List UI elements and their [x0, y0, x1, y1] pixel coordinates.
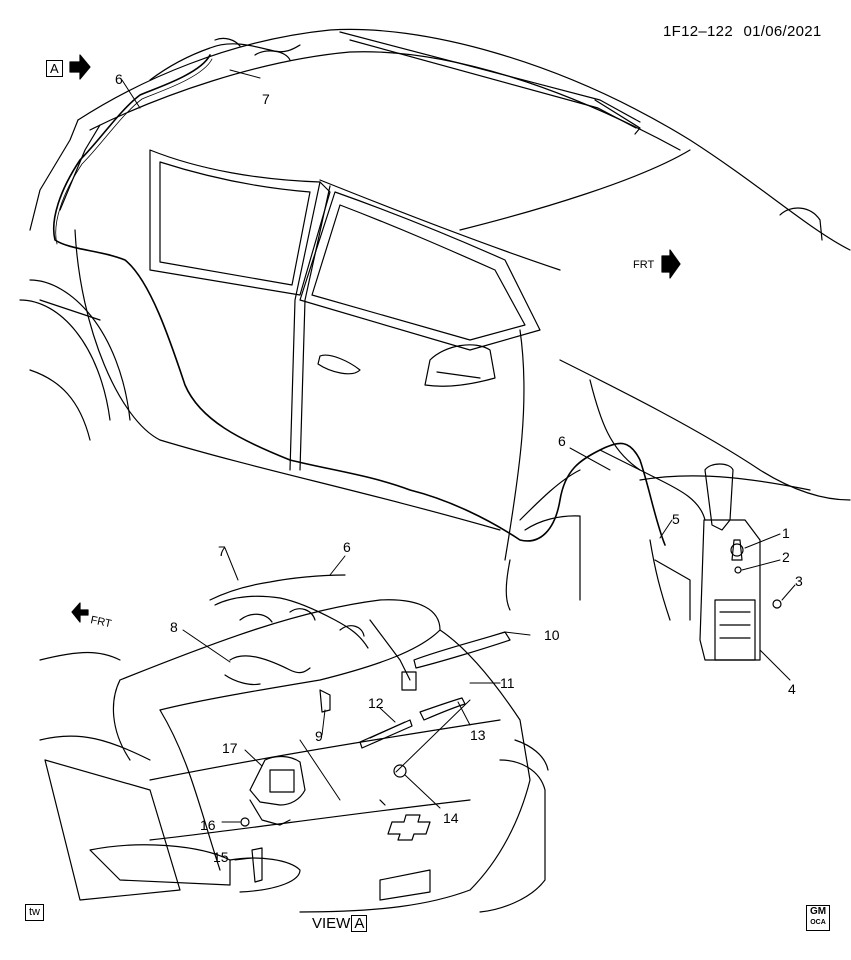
gm-logo: GM OCA	[806, 905, 830, 931]
front-label: FRT	[633, 259, 654, 271]
washer-hose-path	[52, 54, 666, 546]
gm-logo-bottom: OCA	[810, 919, 826, 926]
detail-front-label: FRT	[89, 614, 112, 630]
gm-logo-top: GM	[809, 906, 827, 917]
view-a-arrow-icon	[69, 54, 91, 80]
callout-7-top: 7	[262, 91, 270, 107]
tw-tag: tw	[25, 904, 44, 921]
callout-4: 4	[788, 681, 796, 697]
callout-16: 16	[200, 817, 216, 833]
callout-7-detail: 7	[218, 543, 226, 559]
vehicle-body-outline	[19, 28, 851, 611]
callout-14: 14	[443, 810, 459, 826]
callout-9: 9	[315, 728, 323, 744]
front-arrow-icon	[661, 249, 681, 279]
diagram-number: 1F12–122	[663, 23, 733, 40]
view-a-marker: A	[46, 60, 63, 77]
callout-17: 17	[222, 740, 238, 756]
callout-11: 11	[500, 675, 515, 691]
callout-8: 8	[170, 619, 178, 635]
callout-5: 5	[672, 511, 680, 527]
liftgate-outline	[39, 599, 549, 913]
callout-12: 12	[368, 695, 384, 711]
callout-6-detail: 6	[343, 539, 351, 555]
callout-6-mid: 6	[558, 433, 566, 449]
view-label: VIEW	[312, 915, 351, 932]
callout-10: 10	[544, 627, 560, 643]
callout-6-top: 6	[115, 71, 123, 87]
callout-1: 1	[782, 525, 790, 541]
callout-2: 2	[782, 549, 790, 565]
callout-13: 13	[470, 727, 486, 743]
callout-15: 15	[213, 849, 229, 865]
diagram-reference: 1F12–122 01/06/2021	[663, 23, 822, 40]
callout-3: 3	[795, 573, 803, 589]
wiper-arm	[413, 631, 511, 669]
detail-front-arrow-icon	[71, 602, 89, 623]
diagram-date: 01/06/2021	[743, 23, 822, 40]
view-letter: A	[351, 915, 368, 932]
